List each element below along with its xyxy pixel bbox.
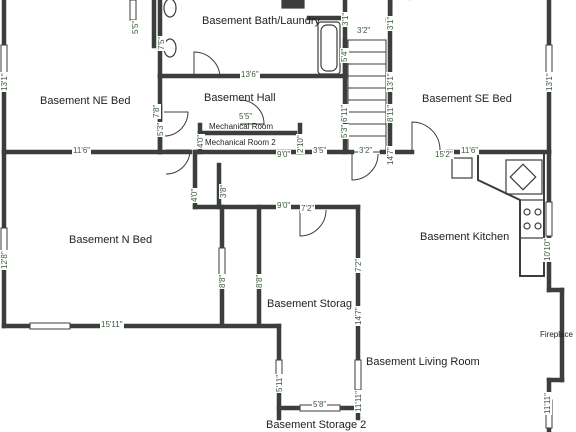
door-swing: [163, 111, 189, 137]
room-label-hall: Basement Hall: [204, 92, 276, 104]
room-label-ne-bed: Basement NE Bed: [40, 95, 131, 107]
dim-label: 9'0": [276, 201, 292, 210]
dim-label: 3'5": [312, 146, 328, 155]
dim-label: 12'8": [0, 250, 9, 270]
window: [129, 0, 137, 21]
water-heater-icon: [451, 157, 473, 179]
doors: [163, 0, 441, 237]
dim-label: 5'4": [340, 47, 349, 63]
dim-label: 13'6": [240, 70, 260, 79]
dim-label: 11'6": [460, 146, 480, 155]
dim-label: 11'6": [72, 146, 92, 155]
door-swing: [165, 149, 191, 175]
dim-label: 7'2": [354, 257, 363, 273]
room-label-living: Basement Living Room: [366, 356, 480, 368]
dim-label: 5'8": [312, 400, 328, 409]
dim-label: 5'11": [275, 373, 284, 393]
dim-label: 6'11": [340, 103, 349, 123]
fixtures: [163, 0, 545, 239]
door-swing: [391, 0, 410, 16]
room-label-bath-laundry: Basement Bath/Laundry: [202, 15, 321, 27]
dim-label: 10'10": [543, 237, 552, 262]
room-label-kitchen: Basement Kitchen: [420, 231, 510, 243]
burner-icon: [534, 222, 542, 230]
stair-outline: [347, 39, 387, 153]
room-label-storage: Basement Storag: [267, 298, 352, 310]
dim-label: 2'10": [296, 134, 305, 154]
dim-label: 11'11": [354, 390, 363, 413]
dim-label: 3'1": [341, 11, 350, 27]
dim-label: 3'2": [358, 146, 374, 155]
dim-label: 7'5": [157, 35, 166, 51]
dim-label: 4'0": [196, 133, 205, 149]
dim-label: 3'8": [219, 183, 228, 199]
window: [0, 44, 8, 76]
dim-label: 5'5": [238, 112, 254, 121]
window: [545, 201, 553, 237]
dim-label: 4'0": [190, 187, 199, 203]
stairs: [347, 39, 387, 153]
door-swing: [299, 209, 327, 237]
room-label-fireplace: Fireplace: [540, 330, 573, 339]
dim-label: 9'0": [276, 150, 292, 159]
dim-label: 3'1": [386, 15, 395, 31]
window: [354, 359, 362, 391]
dim-label: 14'7": [386, 146, 395, 166]
door-swing: [411, 121, 441, 151]
room-label-storage-2: Basement Storage 2: [266, 419, 367, 431]
bathtub-inner: [320, 24, 338, 72]
dim-label: 14'7": [354, 306, 363, 326]
dim-label: 3'2": [356, 26, 372, 35]
dim-label: 15'2": [434, 150, 454, 159]
dim-label: 7'2": [300, 204, 316, 213]
dim-label: 7'8": [152, 103, 161, 119]
room-label-mechanical: Mechanical Room: [209, 122, 274, 131]
door-swing: [351, 153, 379, 181]
room-label-mechanical-2: Mechanical Room 2: [205, 138, 276, 147]
burner-icon: [523, 222, 531, 230]
door-swing: [239, 99, 265, 125]
dim-label: 13'1": [386, 72, 395, 92]
kitchen-sink-basin: [509, 163, 537, 191]
burner-icon: [523, 208, 531, 216]
dim-label: 11'11": [543, 392, 552, 415]
washer-icon: [281, 0, 305, 9]
dim-label: 5'3": [156, 121, 165, 137]
dim-label: 8'8": [255, 273, 264, 289]
window: [29, 322, 71, 330]
burner-icon: [534, 208, 542, 216]
sink-icon: [163, 0, 177, 18]
room-label-n-bed: Basement N Bed: [69, 234, 153, 246]
dim-label: 8'11": [386, 103, 395, 123]
room-label-se-bed: Basement SE Bed: [422, 93, 512, 105]
door-swing: [193, 51, 221, 79]
dim-label: 5'5": [131, 19, 140, 35]
dim-label: 8'8": [218, 273, 227, 289]
dim-label: 15'11": [100, 320, 124, 329]
dim-label: 13'1": [0, 72, 9, 92]
stove-icon: [519, 199, 545, 239]
dim-label: 5'3": [340, 123, 349, 139]
dim-label: 13'1": [545, 72, 554, 92]
